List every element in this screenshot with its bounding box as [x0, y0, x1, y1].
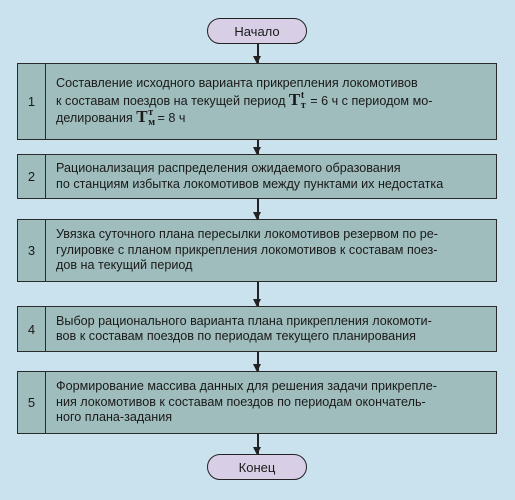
- step-1-line-2-text: к составам поездов на текущей период: [56, 93, 286, 108]
- step-1-number: 1: [18, 64, 46, 139]
- step-5-box: 5 Формирование массива данных для решени…: [17, 371, 497, 434]
- arrow-step-4-to-step-5: [254, 352, 260, 372]
- arrow-step-1-to-step-2: [254, 140, 260, 155]
- step-1-text: Составление исходного варианта прикрепле…: [46, 64, 496, 139]
- step-4-text: Выбор рационального варианта плана прикр…: [46, 307, 496, 351]
- step-5-line-3: ного плана-задания: [56, 410, 173, 425]
- step-3-text: Увязка суточного плана пересылки локомот…: [46, 220, 496, 281]
- step-1-line-2-tail: = 6 ч с периодом мо-: [310, 93, 433, 108]
- step-4-line-1: Выбор рационального варианта плана прикр…: [56, 313, 432, 328]
- step-2-line-2: по станциям избытка локомотивов между пу…: [56, 176, 444, 191]
- step-2-line-1: Рационализация распределения ожидаемого …: [56, 161, 401, 175]
- step-4-box: 4 Выбор рационального варианта плана при…: [17, 306, 497, 352]
- start-terminator: Начало: [207, 18, 307, 44]
- step-3-line-1: Увязка суточного плана пересылки локомот…: [56, 227, 438, 242]
- arrow-step-5-to-end: [254, 434, 260, 455]
- step-3-line-2: гулировке с планом прикрепления локомоти…: [56, 242, 438, 257]
- step-1-box: 1 Составление исходного варианта прикреп…: [17, 63, 497, 140]
- step-2-text: Рационализация распределения ожидаемого …: [46, 155, 496, 198]
- step-3-number: 3: [18, 220, 46, 281]
- step-5-number: 5: [18, 372, 46, 433]
- start-label: Начало: [234, 23, 280, 39]
- step-5-line-1: Формирование массива данных для решения …: [56, 379, 437, 394]
- step-1-line-1: Составление исходного варианта прикрепле…: [56, 76, 418, 91]
- step-4-line-2: вов к составам поездов по периодам текущ…: [56, 329, 416, 343]
- step-3-line-3: дов на текущий период: [56, 258, 193, 273]
- step-5-line-2: ния локомотивов к составам поездов по пе…: [56, 394, 426, 409]
- arrow-start-to-step-1: [254, 44, 260, 64]
- step-2-number: 2: [18, 155, 46, 198]
- step-1-line-3-tail: = 8 ч: [157, 111, 186, 126]
- step-1-line-3-text: делирования: [56, 111, 133, 126]
- step-5-text: Формирование массива данных для решения …: [46, 372, 496, 433]
- end-terminator: Конец: [207, 454, 307, 480]
- step-2-box: 2 Рационализация распределения ожидаемог…: [17, 154, 497, 199]
- arrow-step-2-to-step-3: [254, 199, 260, 220]
- end-label: Конец: [238, 459, 276, 475]
- step-3-box: 3 Увязка суточного плана пересылки локом…: [17, 219, 497, 282]
- arrow-step-3-to-step-4: [254, 282, 260, 307]
- step-4-number: 4: [18, 307, 46, 351]
